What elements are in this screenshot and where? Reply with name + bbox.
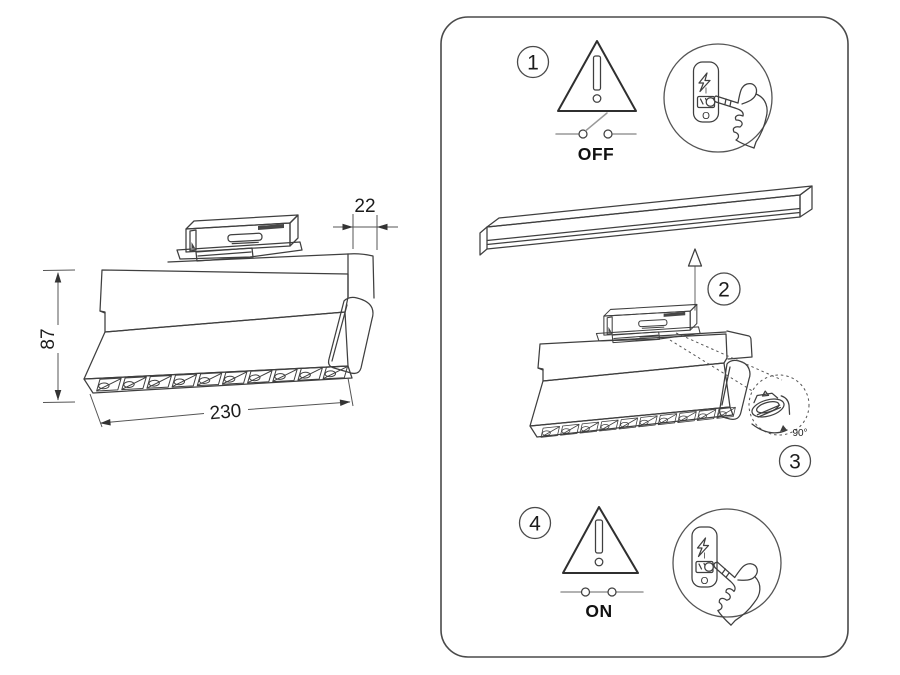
louver-panel: [83, 311, 353, 394]
rotation-knob: [751, 390, 791, 434]
power-detail-circle-4: [672, 508, 782, 632]
warning-triangle-icon-2: [562, 506, 639, 574]
dim-length: 230: [89, 377, 354, 428]
step-4-badge: [518, 506, 552, 540]
step-3: 90° 3: [748, 374, 812, 478]
power-detail-circle-1: [663, 43, 773, 153]
step-1-badge: [516, 45, 550, 79]
fixture-step-drawing: [529, 303, 783, 438]
step-4: 4 ON: [518, 506, 782, 632]
rotation-detail-circle: [748, 374, 810, 436]
dim-depth: 22: [333, 196, 398, 250]
instruction-panel-border: [440, 16, 849, 658]
step-1: 1 OFF: [516, 40, 773, 164]
warning-triangle-icon: [557, 40, 637, 112]
height-value: 87: [38, 328, 59, 349]
step-4-number: 4: [529, 513, 541, 536]
exclamation-icon-2: [594, 519, 604, 554]
dim-height: 87: [38, 269, 76, 403]
length-value: 230: [209, 401, 242, 425]
off-label: OFF: [578, 144, 615, 164]
step-1-number: 1: [527, 52, 539, 75]
fixture-body: [99, 253, 349, 333]
side-bracket: [327, 253, 375, 375]
dimension-drawing: 87 230 22: [38, 196, 398, 428]
track-rail: [479, 185, 813, 256]
step-2-number: 2: [718, 279, 730, 302]
step-2-badge: [707, 272, 741, 306]
depth-value: 22: [354, 196, 375, 217]
up-arrow-icon: [687, 248, 703, 311]
switch-open-icon: [555, 112, 637, 139]
track-adapter: [176, 214, 303, 262]
on-label: ON: [585, 601, 612, 621]
rotation-arrow-icon: [751, 423, 788, 434]
step-2: 2: [479, 185, 813, 311]
rotation-angle-label: 90°: [792, 428, 807, 439]
step-3-badge: [778, 444, 812, 478]
exclamation-icon: [592, 55, 602, 91]
instruction-panel: 1 OFF: [440, 16, 849, 658]
switch-closed-icon: [560, 587, 644, 597]
step-3-number: 3: [789, 451, 801, 474]
